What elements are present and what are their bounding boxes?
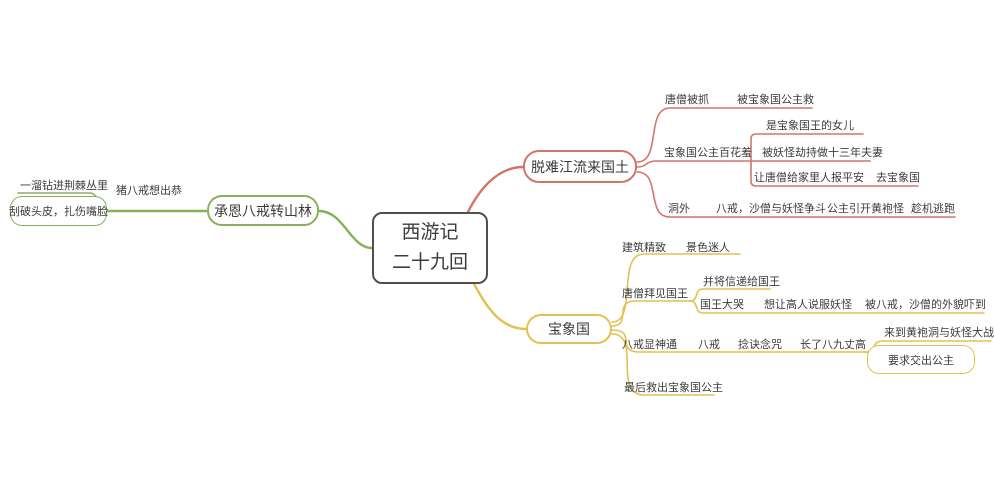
label-thorn-bushes[interactable]: 一溜钻进荆棘丛里 (20, 180, 108, 192)
central-topic[interactable]: 西游记 二十九回 (372, 212, 488, 284)
label-saved-by-princess[interactable]: 被宝象国公主救 (737, 94, 814, 106)
central-topic-line2: 二十九回 (391, 252, 468, 273)
label-bajie-powers[interactable]: 八戒显神通 (622, 339, 677, 351)
topic-baoxiang-kingdom[interactable]: 宝象国 (526, 314, 612, 344)
label-kings-daughter[interactable]: 是宝象国王的女儿 (766, 120, 854, 132)
label-outside-cave[interactable]: 洞外 (668, 203, 690, 215)
label-bajie-chugong[interactable]: 猪八戒想出恭 (116, 185, 182, 197)
label-kidnapped-13-years[interactable]: 被妖怪劫持做十三年夫妻 (762, 147, 883, 159)
label-princess-distracts[interactable]: 公主引开黄袍怪 (827, 203, 904, 215)
topic-chengen-bajie[interactable]: 承恩八戒转山林 (207, 195, 319, 226)
label-chant-spell[interactable]: 捻诀念咒 (738, 339, 782, 351)
label-persuade-monster[interactable]: 想让高人说服妖怪 (764, 299, 852, 311)
node-scraped-scalp[interactable]: 刮破头皮，扎伤嘴脸 (9, 196, 108, 226)
node-demand-princess[interactable]: 要求交出公主 (867, 345, 975, 374)
label-king-cries[interactable]: 国王大哭 (700, 299, 744, 311)
label-fine-buildings[interactable]: 建筑精致 (622, 242, 666, 254)
label-battle-at-cave[interactable]: 来到黄袍洞与妖怪大战 (884, 327, 994, 339)
label-grow-tall[interactable]: 长了八九丈高 (800, 339, 866, 351)
label-fight-monster[interactable]: 八戒，沙僧与妖怪争斗 (716, 203, 826, 215)
label-charming-scenery[interactable]: 景色迷人 (686, 242, 730, 254)
label-princess-baihuaxiu[interactable]: 宝象国公主百花羞 (664, 147, 752, 159)
label-deliver-letter[interactable]: 并将信递给国王 (703, 276, 780, 288)
label-go-baoxiang[interactable]: 去宝象国 (876, 172, 920, 184)
topic-tuonan-jiangliu[interactable]: 脱难江流来国土 (523, 150, 637, 183)
label-tangseng-captured[interactable]: 唐僧被抓 (665, 94, 709, 106)
label-send-word-home[interactable]: 让唐僧给家里人报平安 (754, 172, 864, 184)
label-rescue-princess[interactable]: 最后救出宝象国公主 (624, 382, 723, 394)
label-escape[interactable]: 趁机逃跑 (911, 203, 955, 215)
central-topic-line1: 西游记 (401, 222, 459, 243)
label-scared-by-looks[interactable]: 被八戒，沙僧的外貌吓到 (865, 299, 986, 311)
label-meet-king[interactable]: 唐僧拜见国王 (622, 288, 688, 300)
label-bajie[interactable]: 八戒 (698, 339, 720, 351)
